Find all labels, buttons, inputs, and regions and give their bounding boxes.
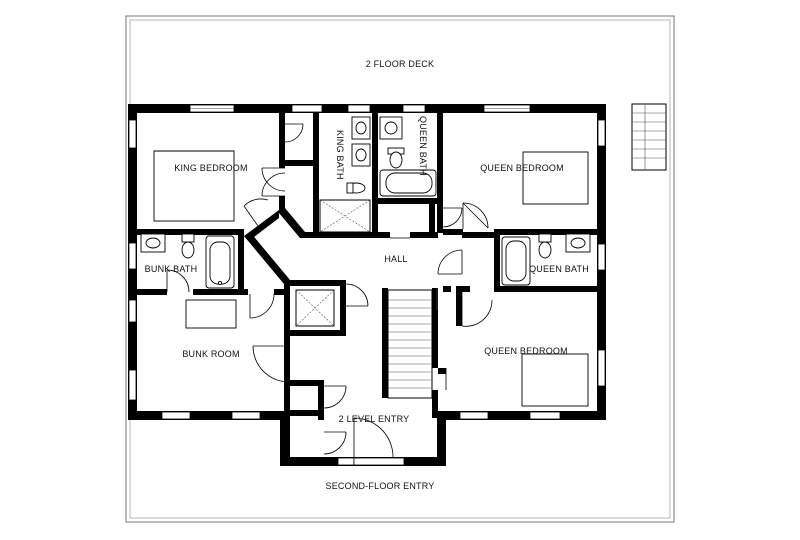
- label-deck: 2 FLOOR DECK: [366, 59, 434, 69]
- label-queen-bedroom-top: QUEEN BEDROOM: [480, 163, 564, 173]
- label-queen-bath-top: QUEEN BATH: [418, 116, 428, 176]
- label-level-entry: 2 LEVEL ENTRY: [339, 414, 410, 424]
- label-king-bedroom: KING BEDROOM: [174, 163, 247, 173]
- doors: [166, 123, 493, 458]
- elevator-shaft: [295, 289, 335, 327]
- label-bunk-room: BUNK ROOM: [182, 349, 239, 359]
- label-king-bath: KING BATH: [335, 130, 345, 180]
- king-bath-shower: [319, 199, 371, 233]
- deck-outline: [125, 15, 675, 523]
- windows: [128, 104, 606, 466]
- label-second-floor-entry: SECOND-FLOOR ENTRY: [326, 481, 435, 491]
- room-labels: 2 FLOOR DECK KING BEDROOM KING BATH QUEE…: [145, 59, 589, 491]
- exterior-stair: [631, 103, 667, 171]
- fixtures: [140, 116, 591, 407]
- interior-stair: [387, 289, 433, 399]
- label-bunk-bath: BUNK BATH: [145, 264, 198, 274]
- label-hall: HALL: [384, 254, 407, 264]
- interior-walls: [137, 113, 597, 460]
- label-queen-bath-right: QUEEN BATH: [529, 264, 589, 274]
- label-queen-bedroom-bottom: QUEEN BEDROOM: [484, 346, 568, 356]
